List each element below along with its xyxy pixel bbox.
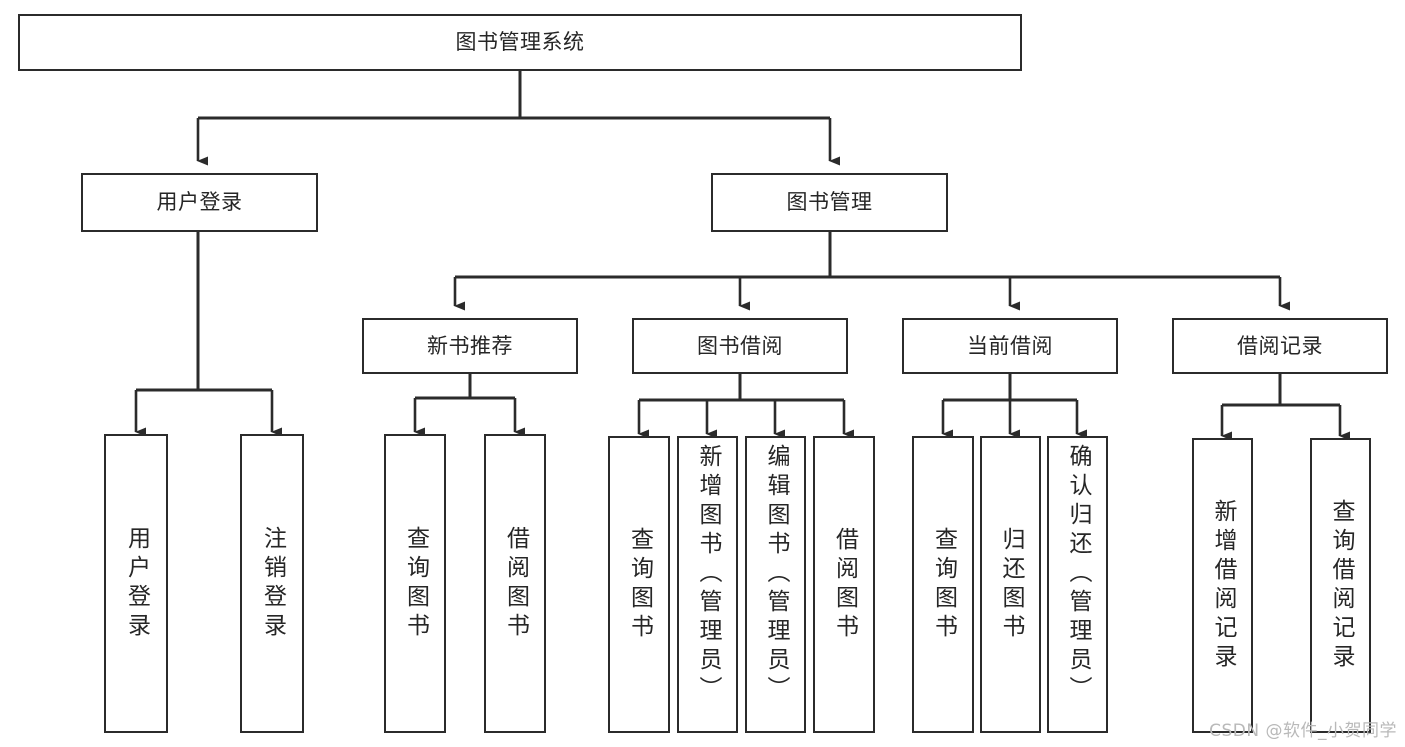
- node-leaf-confirm-return-admin[interactable]: 确认归还（管理员）: [1047, 436, 1108, 733]
- node-leaf-query-borrow-record[interactable]: 查询借阅记录: [1310, 438, 1371, 733]
- node-label: 图书管理系统: [455, 30, 585, 55]
- node-label: 借阅记录: [1237, 333, 1323, 358]
- node-leaf-add-book-admin[interactable]: 新增图书（管理员）: [677, 436, 738, 733]
- csdn-watermark: CSDN @软件_小贺同学: [1209, 721, 1397, 741]
- node-leaf-add-borrow-record[interactable]: 新增借阅记录: [1192, 438, 1253, 733]
- node-leaf-user-login[interactable]: 用户登录: [104, 434, 168, 733]
- node-label: 新增图书（管理员）: [695, 444, 721, 705]
- node-label: 用户登录: [156, 190, 243, 215]
- node-label: 新增借阅记录: [1210, 498, 1236, 673]
- node-book-management[interactable]: 图书管理: [711, 173, 948, 232]
- node-label: 当前借阅: [967, 333, 1053, 358]
- node-user-login[interactable]: 用户登录: [81, 173, 318, 232]
- node-label: 借阅图书: [502, 525, 529, 642]
- node-label: 查询图书: [626, 526, 653, 643]
- node-label: 新书推荐: [427, 333, 513, 358]
- node-leaf-query-book-current[interactable]: 查询图书: [912, 436, 974, 733]
- node-label: 确认归还（管理员）: [1065, 444, 1091, 705]
- node-label: 图书管理: [786, 190, 873, 215]
- node-label: 归还图书: [998, 526, 1024, 643]
- node-leaf-return-book[interactable]: 归还图书: [980, 436, 1041, 733]
- node-leaf-edit-book-admin[interactable]: 编辑图书（管理员）: [745, 436, 806, 733]
- node-label: 编辑图书（管理员）: [763, 444, 789, 705]
- node-label: 查询图书: [402, 525, 429, 642]
- node-label: 借阅图书: [831, 526, 858, 643]
- node-leaf-query-book-borrow[interactable]: 查询图书: [608, 436, 670, 733]
- node-borrow-record[interactable]: 借阅记录: [1172, 318, 1388, 374]
- node-leaf-logout[interactable]: 注销登录: [240, 434, 304, 733]
- node-current-borrow[interactable]: 当前借阅: [902, 318, 1118, 374]
- node-leaf-borrow-book[interactable]: 借阅图书: [813, 436, 875, 733]
- node-label: 图书借阅: [697, 333, 783, 358]
- node-leaf-borrow-book-recommend[interactable]: 借阅图书: [484, 434, 546, 733]
- node-root-book-management-system[interactable]: 图书管理系统: [18, 14, 1022, 71]
- node-label: 用户登录: [123, 525, 150, 642]
- node-new-book-recommend[interactable]: 新书推荐: [362, 318, 578, 374]
- node-label: 注销登录: [259, 525, 286, 642]
- node-label: 查询借阅记录: [1328, 498, 1354, 673]
- node-leaf-query-book-recommend[interactable]: 查询图书: [384, 434, 446, 733]
- node-book-borrow[interactable]: 图书借阅: [632, 318, 848, 374]
- node-label: 查询图书: [930, 526, 957, 643]
